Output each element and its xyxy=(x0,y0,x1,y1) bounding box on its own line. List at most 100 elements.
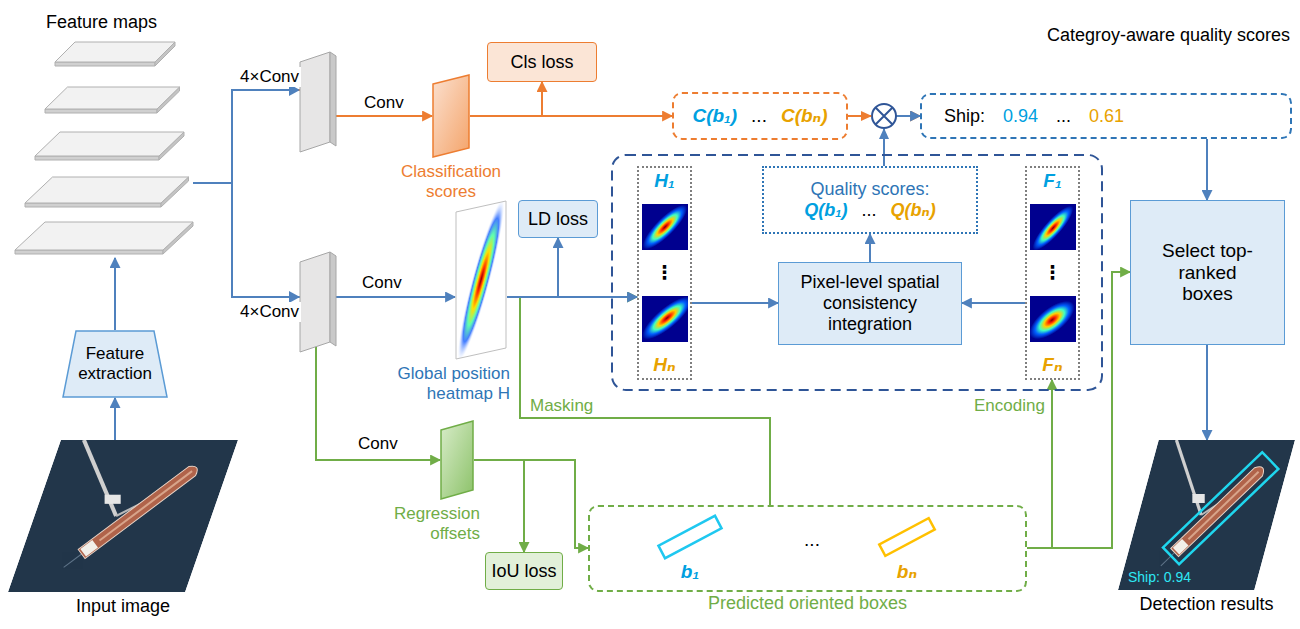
connector-arrow xyxy=(869,234,871,262)
module-region xyxy=(612,155,1102,390)
extraction-trapezoid: Feature extraction xyxy=(62,330,168,398)
connector-arrow xyxy=(114,398,116,440)
quality-list-box: Quality scores:Q(b₁)...Q(bₙ) xyxy=(762,166,978,234)
box-list: b₁...bₙPredicted oriented boxes xyxy=(588,505,1027,592)
text-row xyxy=(1030,296,1076,342)
node-text: Detection results xyxy=(1139,594,1273,614)
text-row: Quality scores: xyxy=(810,179,929,200)
ship-hull xyxy=(1171,464,1267,557)
text-holder: Global position heatmap H xyxy=(384,364,510,403)
text-holder: Regression offsets xyxy=(370,504,480,543)
node-text: b₁ xyxy=(681,561,699,582)
text-holder: bₙ xyxy=(887,561,927,583)
text-row: IoU loss xyxy=(491,561,556,582)
connector-arrow xyxy=(114,258,116,330)
heatmap-list: H₁⋮Hₙ xyxy=(637,166,692,380)
pier xyxy=(84,440,116,516)
loss-box: LD loss xyxy=(518,200,598,238)
feature-map-edge xyxy=(25,203,161,207)
connector-arrow xyxy=(470,115,672,117)
node-text: ⋮ xyxy=(1043,262,1062,284)
text-row: Hₙ xyxy=(653,354,675,376)
heat-blob xyxy=(1030,296,1076,342)
connector-arrow xyxy=(193,183,440,460)
feature-map-layer xyxy=(35,132,184,156)
node-text: H₁ xyxy=(654,170,674,192)
connector-arrow xyxy=(474,460,588,548)
shape-art xyxy=(1118,440,1295,590)
feature-map-edge xyxy=(45,109,157,113)
node-text: Ship: 0.94 xyxy=(1128,569,1191,585)
node-text: C(b₁) xyxy=(692,105,737,127)
oriented-box xyxy=(879,518,935,556)
node-text: Input image xyxy=(76,596,170,616)
text-row: C(b₁)...C(bₙ) xyxy=(692,105,827,127)
loss-box: IoU loss xyxy=(485,552,563,590)
edge-label: Encoding xyxy=(972,396,1047,416)
text-holder: Classification scores xyxy=(389,162,513,201)
input-image: Input image xyxy=(8,440,238,592)
ship-superstructure xyxy=(1173,539,1189,555)
text-row: Q(b₁)...Q(bₙ) xyxy=(804,200,936,221)
wire xyxy=(193,90,292,183)
process-box: Select top-ranked boxes xyxy=(1130,200,1285,345)
connector-arrow xyxy=(962,302,1025,304)
text-holder: Input image xyxy=(8,596,238,617)
score-list-box: C(b₁)...C(bₙ) xyxy=(672,92,848,140)
text-row: LD loss xyxy=(528,209,588,230)
node-text: Select top-ranked boxes xyxy=(1153,240,1262,306)
node-text: Cls loss xyxy=(510,52,573,73)
ship-hull xyxy=(78,463,200,558)
feature-map-layer xyxy=(45,87,180,109)
feature-map-plane xyxy=(433,75,469,157)
text-row: Fₙ xyxy=(1042,354,1062,376)
text-row: H₁ xyxy=(654,170,674,192)
text-row: Ship:0.94...0.61 xyxy=(944,106,1124,127)
operation-label: 4×Conv xyxy=(238,302,301,322)
text-row: Feature maps xyxy=(46,12,157,33)
heatmap-thumb xyxy=(642,296,688,342)
node-text: bₙ xyxy=(897,561,917,582)
conv-feature-map-side xyxy=(330,252,336,346)
node-text: Feature extraction xyxy=(72,344,158,383)
ship-wake xyxy=(64,554,82,567)
node-text: C(bₙ) xyxy=(781,105,828,127)
shape-art xyxy=(440,420,474,500)
loss-box: Cls loss xyxy=(487,42,597,82)
regression-map: Regression offsets xyxy=(440,420,474,500)
edge-label: Masking xyxy=(528,396,595,416)
text-holder: Detection results xyxy=(1118,594,1295,615)
pier xyxy=(1176,440,1201,515)
heatmap-list: F₁ ⋮ Fₙ xyxy=(1025,166,1080,380)
node-text: Quality scores: xyxy=(810,179,929,200)
connector-arrow xyxy=(1206,345,1208,440)
node-text: Hₙ xyxy=(653,354,675,376)
multiply-symbol xyxy=(872,104,896,128)
quality-score-box: Ship:0.94...0.61Categroy-aware quality s… xyxy=(920,93,1292,139)
operation-label: Conv xyxy=(362,93,406,113)
text-row xyxy=(1030,204,1076,250)
heat-blob xyxy=(450,196,511,365)
pier-deck xyxy=(1192,494,1204,503)
shape-art xyxy=(10,8,193,258)
shape-art xyxy=(8,440,238,592)
heat-blob xyxy=(642,296,688,342)
heat-blob xyxy=(642,204,688,250)
sea-surface xyxy=(8,440,238,592)
operation-label: Conv xyxy=(356,434,400,454)
sea-surface xyxy=(1118,440,1295,590)
node-text: ... xyxy=(1056,106,1071,127)
node-text: Regression offsets xyxy=(394,504,480,543)
text-holder: ... xyxy=(782,529,842,551)
node-text: LD loss xyxy=(528,209,588,230)
arrow-head xyxy=(879,128,889,139)
feature-map-edge xyxy=(55,62,155,66)
shape-art xyxy=(455,200,507,360)
node-text: Global position heatmap H xyxy=(398,364,510,403)
arrow-head xyxy=(861,111,872,121)
node-text: Q(bₙ) xyxy=(891,200,936,221)
text-row: F₁ xyxy=(1043,170,1061,192)
connector-arrow xyxy=(1206,139,1208,200)
text-holder: Ship: 0.94 xyxy=(1128,569,1191,585)
ship-superstructure xyxy=(80,540,98,556)
